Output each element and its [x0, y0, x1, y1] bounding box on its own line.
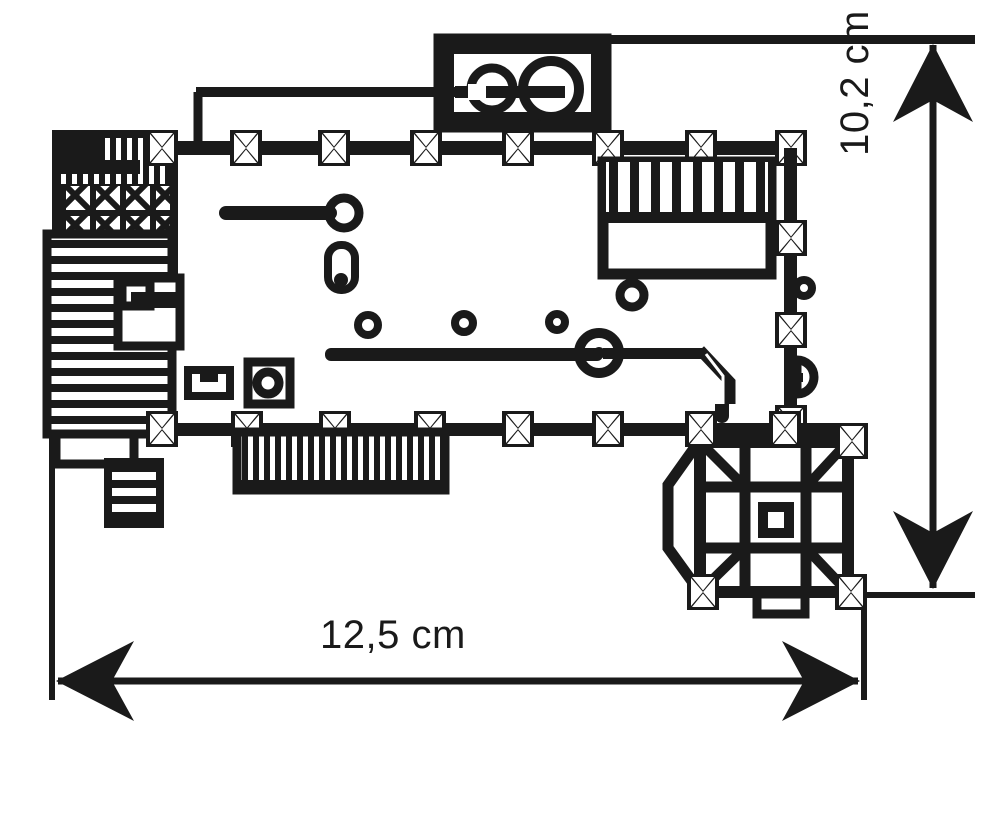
angled-rail — [695, 346, 736, 404]
nave-column-2 — [451, 310, 477, 336]
altar — [758, 502, 794, 538]
pulpit — [792, 355, 819, 399]
west-block — [42, 130, 185, 528]
communion-rail — [325, 348, 603, 361]
overall-width-dimension-label: 12,5 cm — [320, 613, 466, 657]
east-wall — [775, 148, 819, 441]
dimension-lines — [49, 35, 975, 721]
north-rod — [219, 206, 337, 220]
pedestal — [243, 357, 295, 409]
tower-connector — [193, 36, 975, 148]
tower-block — [196, 33, 612, 133]
nave-column-1 — [354, 311, 382, 339]
north-wall — [146, 130, 807, 166]
apse-block — [662, 404, 868, 619]
east-column — [792, 276, 816, 300]
choir-column — [615, 278, 649, 312]
rod-knob — [324, 193, 364, 233]
apse-polygon — [662, 436, 707, 599]
rail-hub-inner — [593, 347, 605, 359]
choir-stalls — [597, 156, 777, 312]
interior-furniture — [184, 193, 736, 409]
overall-height-dimension-label: 10,2 cm — [833, 10, 877, 156]
nave-column-3 — [545, 310, 569, 334]
font-oval — [324, 241, 359, 294]
basin — [184, 366, 234, 400]
pews-block — [232, 427, 450, 495]
